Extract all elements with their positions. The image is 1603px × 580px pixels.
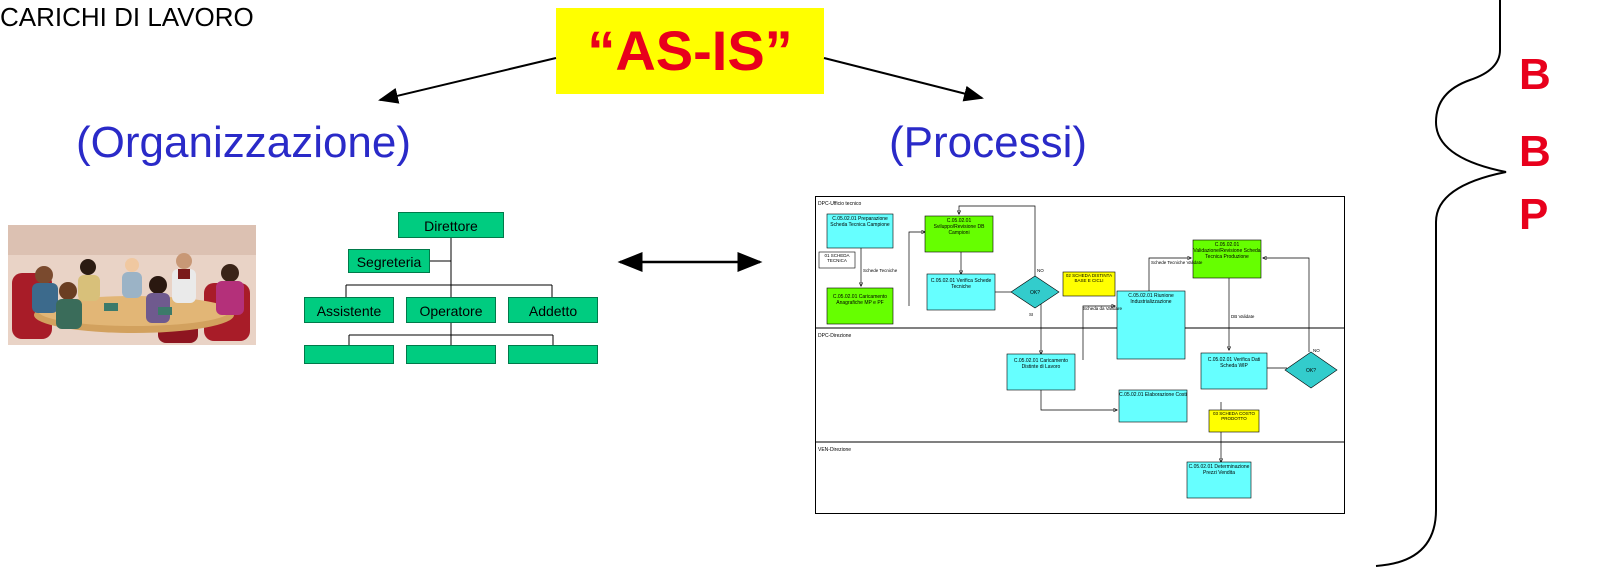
- processi-title: (Processi): [889, 118, 1088, 167]
- curly-brace-icon: [1375, 0, 1507, 567]
- lane-label: DPC-Ufficio tecnico: [818, 201, 861, 207]
- as-is-label: “AS-IS”: [556, 8, 824, 94]
- flow-label: Scheda da Validare: [1083, 306, 1122, 311]
- org-box-operatore: Operatore: [406, 297, 496, 323]
- document-box: 03 SCHEDA COSTO PRODOTTO: [1213, 411, 1255, 421]
- flow-label: Schede Tecniche: [863, 268, 898, 273]
- org-box-addetto: Addetto: [508, 297, 598, 323]
- side-letter-1: B: [1519, 50, 1551, 99]
- activity-box: C.05.02.01 Caricamento Distinte di Lavor…: [1013, 358, 1069, 370]
- document-box: 02 SCHEDA DISTINTA BASE E CICLI: [1065, 273, 1113, 283]
- activity-box: C.05.02.01 Riunione Industrializzazione: [1128, 293, 1174, 305]
- activity-box: C.05.02.01 Caricamento Anagrafiche MP e …: [832, 294, 888, 306]
- organizzazione-title: (Organizzazione): [76, 118, 412, 167]
- process-map: DPC-Ufficio tecnico DPC-Direzione VEN-Di…: [815, 196, 1345, 514]
- side-letter-3: P: [1519, 190, 1549, 239]
- meeting-illustration: [8, 225, 256, 345]
- slide-heading: CARICHI DI LAVORO: [0, 2, 254, 32]
- flow-label: SI: [1029, 312, 1033, 317]
- flow-label: Schede Tecniche Validate: [1151, 260, 1203, 265]
- activity-box: C.05.02.01 Elaborazione Costi: [1119, 392, 1187, 398]
- org-box-secretary: Segreteria: [348, 249, 430, 273]
- activity-box: C.05.02.01 Verifica Schede Tecniche: [930, 278, 992, 290]
- org-box-empty: [406, 345, 496, 364]
- flow-label: NO: [1037, 268, 1044, 273]
- org-box-empty: [304, 345, 394, 364]
- org-box-director: Direttore: [398, 212, 504, 238]
- org-box-assistente: Assistente: [304, 297, 394, 323]
- side-letter-2: B: [1519, 127, 1551, 176]
- decision-label: OK?: [1306, 368, 1316, 374]
- activity-box: C.05.02.01 Verifica Dati Scheda WIP: [1207, 357, 1261, 369]
- activity-box: C.05.02.01 Validazione/Revisione Scheda …: [1193, 242, 1261, 260]
- activity-box: C.05.02.01 Determinazione Prezzi Vendita: [1188, 464, 1250, 476]
- activity-box: C.05.02.01 Sviluppo/Revisione DB Campion…: [933, 218, 985, 236]
- org-box-empty: [508, 345, 598, 364]
- arrow-to-organizzazione: [378, 57, 557, 104]
- lane-label: DPC-Direzione: [818, 333, 852, 339]
- lane-label: VEN-Direzione: [818, 447, 851, 453]
- arrow-to-processi: [823, 57, 984, 102]
- flow-label: DB Validate: [1231, 314, 1255, 319]
- decision-label: OK?: [1030, 290, 1040, 296]
- org-chart-connectors: [345, 233, 554, 345]
- document-box: 01 SCHEDA TECNICA: [824, 253, 850, 263]
- activity-box: C.05.02.01 Preparazione Scheda Tecnica C…: [830, 216, 890, 228]
- flow-label: NO: [1313, 348, 1320, 353]
